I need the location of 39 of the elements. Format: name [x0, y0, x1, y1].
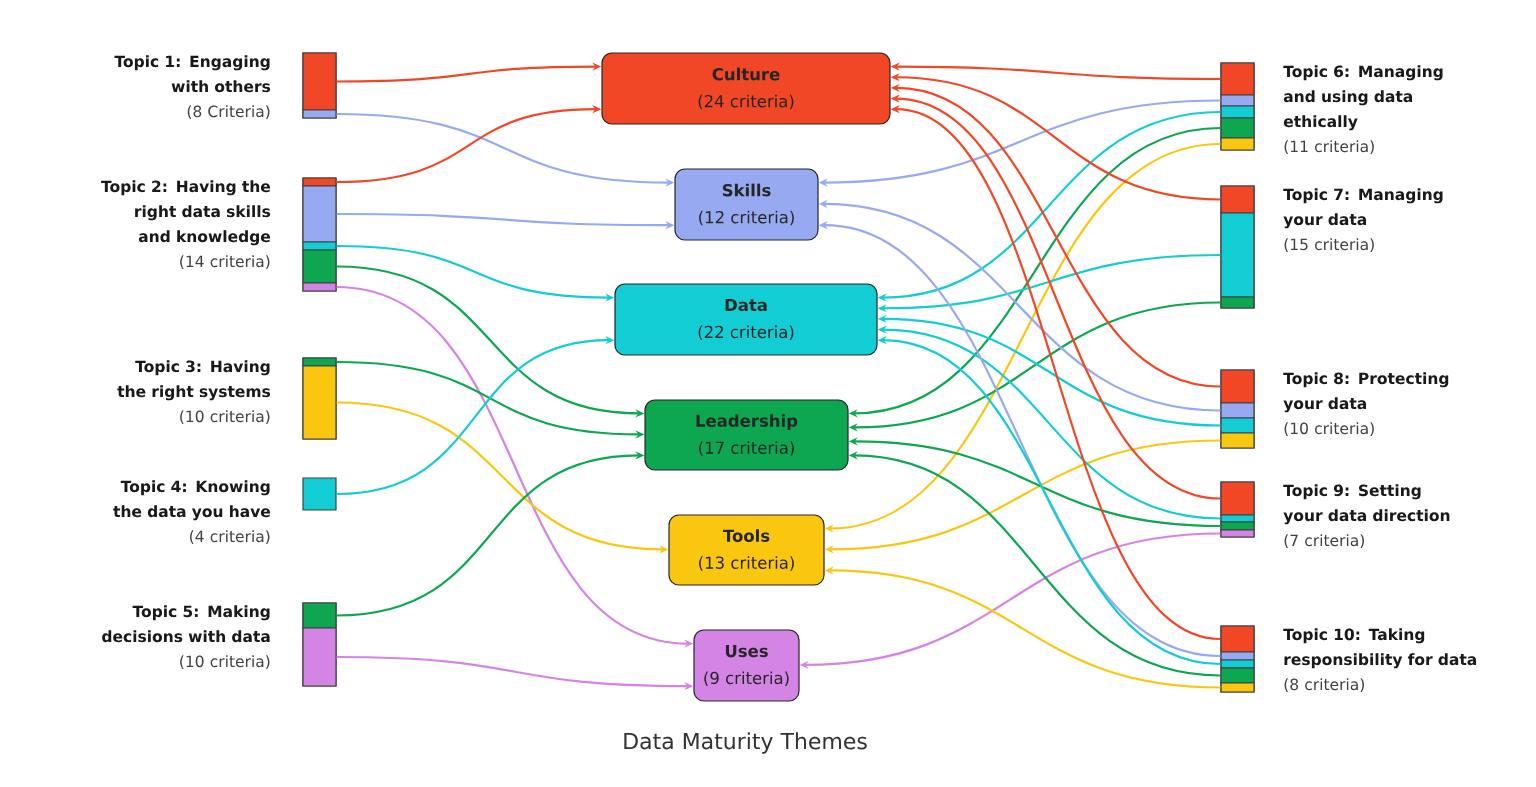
bar-segment [1220, 185, 1255, 214]
bar-segment [1220, 481, 1255, 516]
bar-segment [302, 365, 337, 440]
bar-segment [1220, 117, 1255, 139]
bar-segment [1220, 369, 1255, 404]
topic-label: Topic 3: Having the right systems (10 criteria) [117, 360, 271, 424]
bar-segment [1220, 529, 1255, 538]
topic-label: Topic 9: Setting your data direction (7 criteria) [1283, 484, 1450, 548]
bar-segment [1220, 212, 1255, 298]
bar-segment [1220, 296, 1255, 309]
topic-label: Topic 8: Protecting your data (10 criteria) [1283, 372, 1449, 436]
theme-box: Leadership (17 criteria) [644, 399, 849, 471]
bar-segment [302, 52, 337, 111]
topic-label: Topic 4: Knowing the data you have (4 criteria) [113, 480, 271, 544]
theme-box: Tools (13 criteria) [668, 514, 825, 586]
bar-segment [302, 627, 337, 687]
theme-box: Culture (24 criteria) [601, 52, 891, 125]
bar-segment [302, 282, 337, 292]
topic-label: Topic 6: Managing and using data ethically (11 criteria) [1283, 65, 1443, 154]
bar-segment [1220, 625, 1255, 653]
topic-label: Topic 5: Making decisions with data (10 criteria) [102, 605, 270, 669]
bar-segment [1220, 62, 1255, 96]
bar-segment [1220, 682, 1255, 693]
theme-box: Data (22 criteria) [614, 283, 878, 356]
theme-box: Skills (12 criteria) [674, 168, 819, 241]
bar-segment [1220, 94, 1255, 107]
theme-box: Uses (9 criteria) [693, 629, 800, 702]
topic-label: Topic 10: Taking responsibility for data (8 criteria) [1283, 628, 1477, 692]
topic-label: Topic 7: Managing your data (15 criteria) [1283, 188, 1443, 252]
bar-segment [302, 602, 337, 629]
bar-segment [302, 249, 337, 284]
bar-segment [302, 185, 337, 243]
bar-segment [1220, 137, 1255, 151]
bar-segment [1220, 105, 1255, 119]
bar-segment [302, 109, 337, 119]
topic-label: Topic 1: Engaging with others (8 Criteria) [114, 55, 271, 119]
topic-label: Topic 2: Having the right data skills and knowledge (14 criteria) [101, 180, 271, 269]
bar-segment [1220, 432, 1255, 449]
diagram-title: Data Maturity Themes [624, 732, 867, 754]
